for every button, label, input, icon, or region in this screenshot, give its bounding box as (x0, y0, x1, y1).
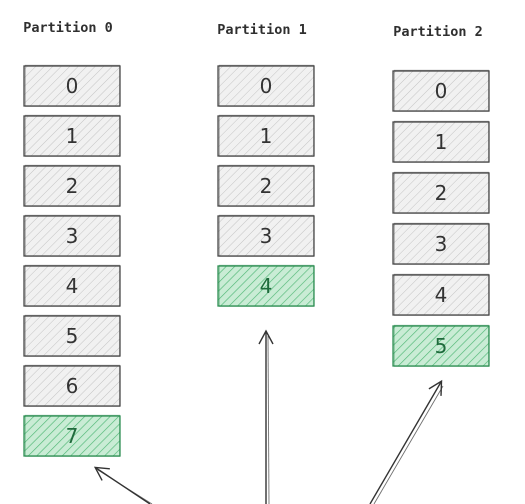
offset-cell: 3 (392, 222, 490, 265)
arrow-to-partition-0-sketch (97, 469, 153, 504)
cell-border-sketch (24, 314, 121, 357)
arrow-to-partition-2 (369, 379, 443, 504)
cell-border-sketch (24, 64, 121, 107)
offset-cell: 1 (392, 120, 490, 163)
offset-label: 1 (435, 130, 448, 154)
cell-border-sketch (24, 164, 121, 207)
arrow-to-partition-2-sketch (373, 385, 444, 504)
cell-border-sketch (24, 214, 121, 257)
partition-2-title: Partition 2 (393, 24, 482, 40)
partition-1: Partition 1 0 1 2 3 4 (217, 22, 315, 307)
cell-border-sketch (218, 64, 315, 107)
offset-label: 4 (66, 274, 79, 298)
cell-hatch (24, 166, 120, 206)
cell-border-sketch (393, 273, 490, 316)
cell-hatch (24, 416, 120, 456)
offset-cell: 3 (23, 214, 121, 257)
cell-border-sketch (393, 120, 490, 163)
offset-label: 0 (66, 74, 79, 98)
offset-label: 5 (66, 324, 79, 348)
cell-hatch (393, 275, 489, 315)
cell-border-sketch (393, 171, 490, 214)
new-message-cell: 5 (392, 324, 490, 367)
cell-border-sketch (218, 164, 315, 207)
cell-hatch (218, 166, 314, 206)
offset-label: 2 (435, 181, 448, 205)
offset-cell: 0 (23, 64, 121, 107)
cell-hatch (218, 216, 314, 256)
cell-border-sketch (24, 364, 121, 407)
offset-label: 7 (66, 424, 79, 448)
cell-border-sketch (393, 222, 490, 265)
partition-1-log: 0 1 2 3 4 (217, 64, 315, 307)
write-arrows (93, 329, 444, 504)
offset-label: 1 (66, 124, 79, 148)
offset-label: 4 (435, 283, 448, 307)
offset-label: 0 (435, 79, 448, 103)
cell-hatch (24, 366, 120, 406)
cell-border-sketch (393, 69, 490, 112)
cell-hatch (393, 71, 489, 111)
offset-label: 3 (260, 224, 273, 248)
offset-label: 0 (260, 74, 273, 98)
cell-border-sketch (24, 264, 121, 307)
cell-hatch (24, 116, 120, 156)
cell-hatch (218, 266, 314, 306)
offset-label: 2 (260, 174, 273, 198)
partition-0-title: Partition 0 (23, 20, 112, 36)
cell-hatch (393, 224, 489, 264)
cell-hatch (24, 216, 120, 256)
offset-cell: 2 (23, 164, 121, 207)
cell-border-sketch (218, 114, 315, 157)
cell-hatch (218, 116, 314, 156)
offset-cell: 0 (217, 64, 315, 107)
offset-label: 5 (435, 334, 448, 358)
offset-cell: 6 (23, 364, 121, 407)
partition-1-title: Partition 1 (217, 22, 306, 38)
offset-label: 1 (260, 124, 273, 148)
offset-label: 6 (66, 374, 79, 398)
cell-hatch (24, 316, 120, 356)
cell-hatch (393, 326, 489, 366)
offset-cell: 4 (23, 264, 121, 307)
partition-0-log: 0 1 2 3 4 5 6 7 (23, 64, 121, 457)
partition-2: Partition 2 0 1 2 3 4 5 (392, 24, 490, 367)
cell-border-sketch (24, 414, 121, 457)
cell-hatch (24, 266, 120, 306)
offset-cell: 1 (23, 114, 121, 157)
offset-cell: 0 (392, 69, 490, 112)
offset-label: 3 (435, 232, 448, 256)
cell-hatch (393, 122, 489, 162)
cell-hatch (218, 66, 314, 106)
partition-0: Partition 0 0 1 2 3 4 5 6 7 (23, 20, 121, 457)
partition-2-log: 0 1 2 3 4 5 (392, 69, 490, 367)
offset-label: 3 (66, 224, 79, 248)
offset-cell: 2 (217, 164, 315, 207)
offset-label: 4 (260, 274, 273, 298)
new-message-cell: 7 (23, 414, 121, 457)
cell-hatch (393, 173, 489, 213)
cell-hatch (24, 66, 120, 106)
offset-cell: 4 (392, 273, 490, 316)
offset-cell: 3 (217, 214, 315, 257)
offset-cell: 1 (217, 114, 315, 157)
cell-border-sketch (218, 214, 315, 257)
cell-border-sketch (393, 324, 490, 367)
offset-cell: 2 (392, 171, 490, 214)
offset-cell: 5 (23, 314, 121, 357)
new-message-cell: 4 (217, 264, 315, 307)
offset-label: 2 (66, 174, 79, 198)
arrow-to-partition-1-sketch (267, 335, 270, 504)
cell-border-sketch (24, 114, 121, 157)
cell-border-sketch (218, 264, 315, 307)
